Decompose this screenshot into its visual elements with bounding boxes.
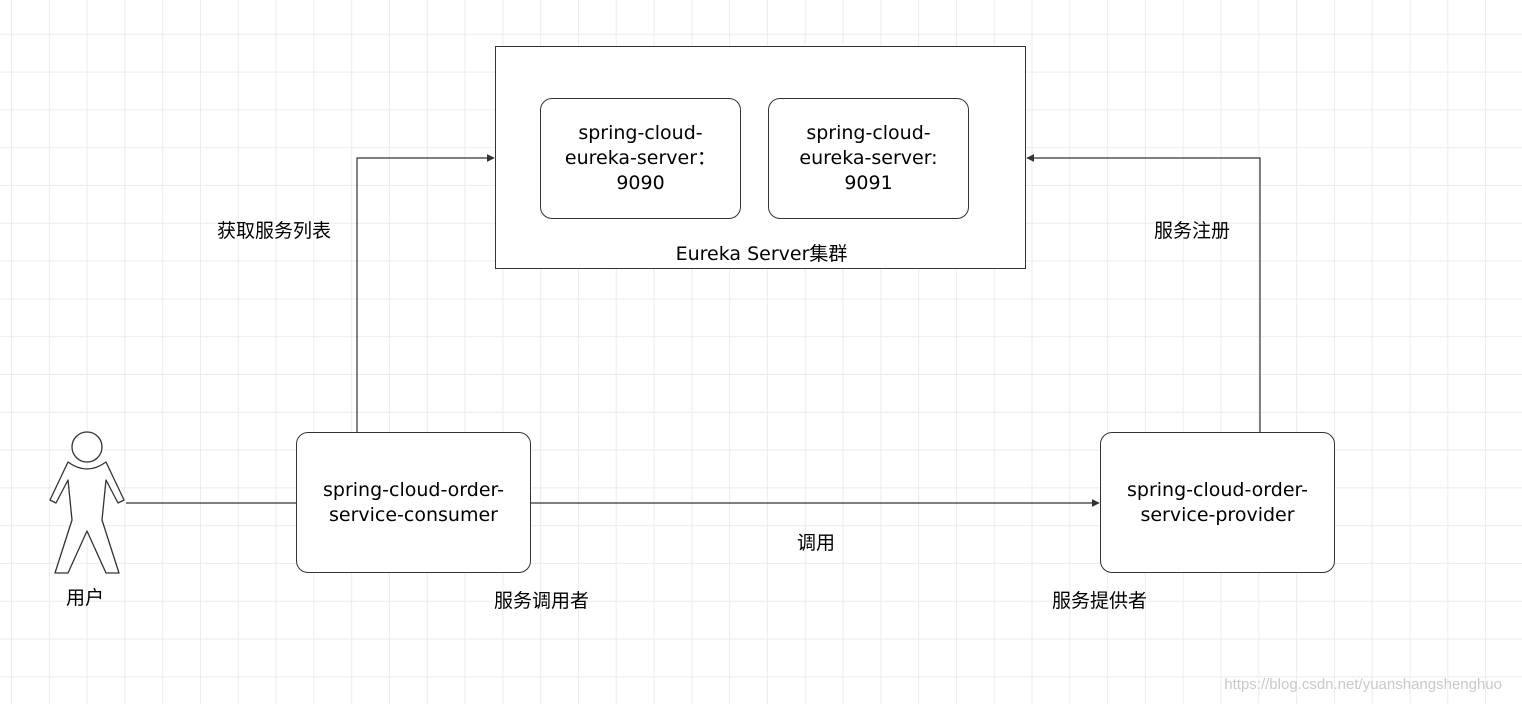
fetch-list-label: 获取服务列表	[217, 220, 332, 242]
consumer-role-label: 服务调用者	[494, 590, 590, 612]
provider-role-label: 服务提供者	[1052, 590, 1148, 612]
user-actor-icon[interactable]	[44, 430, 130, 576]
fetch-list-arrow	[356, 154, 495, 432]
register-arrow	[1026, 154, 1261, 432]
user-label: 用户	[66, 587, 105, 609]
eureka-server-9090[interactable]: spring-cloud- eureka-server： 9090	[540, 98, 741, 219]
consumer-service-label: spring-cloud-order- service-consumer	[323, 478, 504, 526]
call-label: 调用	[797, 532, 836, 554]
watermark-text: https://blog.csdn.net/yuanshangshenghuo	[1224, 676, 1502, 693]
eureka-server-9091[interactable]: spring-cloud- eureka-server: 9091	[768, 98, 969, 219]
server-label: spring-cloud- eureka-server： 9090	[564, 122, 717, 194]
provider-service-label: spring-cloud-order- service-provider	[1127, 478, 1308, 526]
provider-service-node[interactable]: spring-cloud-order- service-provider	[1100, 432, 1335, 573]
cluster-label: Eureka Server集群	[675, 243, 848, 265]
consumer-service-node[interactable]: spring-cloud-order- service-consumer	[296, 432, 531, 573]
register-label: 服务注册	[1154, 220, 1231, 242]
server-label: spring-cloud- eureka-server: 9091	[799, 122, 938, 194]
